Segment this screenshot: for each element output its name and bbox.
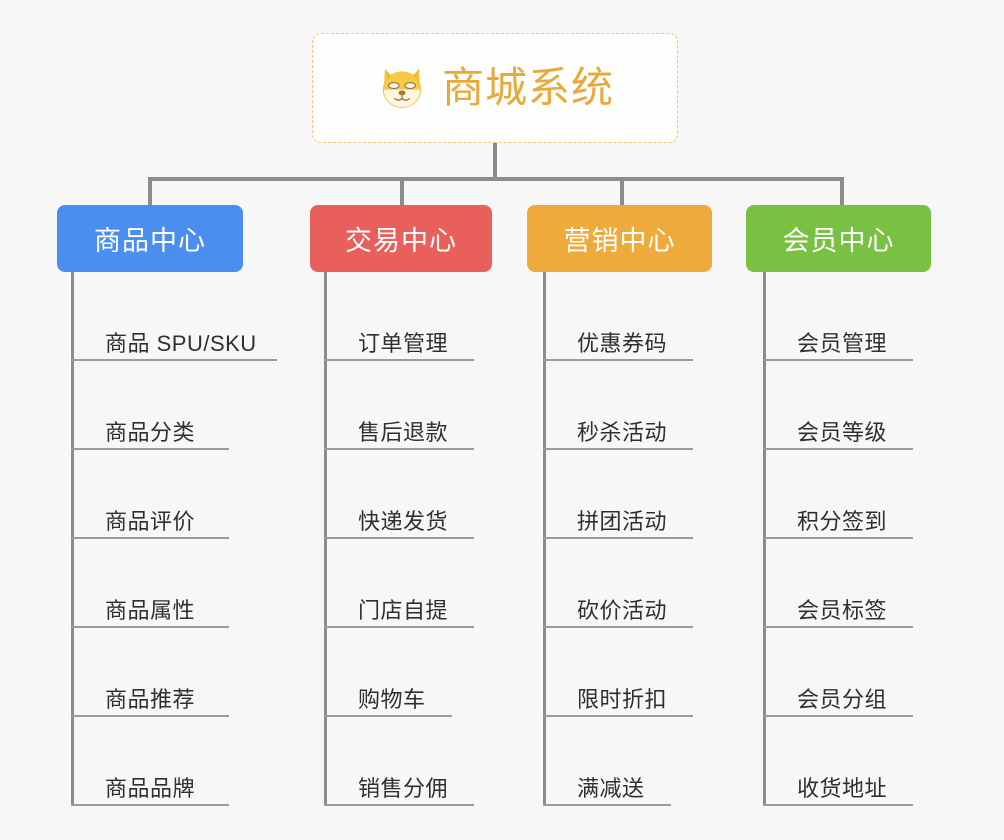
leaf-underline <box>543 359 693 361</box>
leaf-label: 售后退款 <box>358 419 449 445</box>
leaf-underline <box>763 537 913 539</box>
leaf-underline <box>324 626 474 628</box>
leaf-underline <box>763 626 913 628</box>
leaf-underline <box>71 804 229 806</box>
leaf-label: 限时折扣 <box>577 686 668 712</box>
leaf-label: 秒杀活动 <box>577 419 668 445</box>
category-label: 交易中心 <box>345 226 457 256</box>
leaf-label: 会员等级 <box>797 419 888 445</box>
connector-drop-3 <box>620 177 624 207</box>
leaf-column-trade: 订单管理 售后退款 快递发货 门店自提 购物车 销售分佣 <box>324 272 474 806</box>
leaf-item[interactable]: 订单管理 <box>324 272 474 361</box>
leaf-item[interactable]: 快递发货 <box>324 450 474 539</box>
leaf-item[interactable]: 商品品牌 <box>71 717 257 806</box>
leaf-item[interactable]: 积分签到 <box>763 450 913 539</box>
leaf-label: 收货地址 <box>797 775 888 801</box>
leaf-item[interactable]: 拼团活动 <box>543 450 693 539</box>
leaf-label: 商品分类 <box>105 419 196 445</box>
leaf-label: 快递发货 <box>358 508 449 534</box>
leaf-underline <box>543 715 693 717</box>
leaf-underline <box>763 359 913 361</box>
leaf-underline <box>324 537 474 539</box>
leaf-item[interactable]: 满减送 <box>543 717 671 806</box>
leaf-label: 会员管理 <box>797 330 888 356</box>
category-box-member[interactable]: 会员中心 <box>746 205 931 272</box>
leaf-item[interactable]: 门店自提 <box>324 539 474 628</box>
leaf-item[interactable]: 砍价活动 <box>543 539 693 628</box>
leaf-label: 购物车 <box>358 686 426 712</box>
connector-drop-1 <box>148 177 152 207</box>
leaf-label: 商品评价 <box>105 508 196 534</box>
leaf-underline <box>324 715 452 717</box>
leaf-trunk <box>543 272 546 806</box>
leaf-underline <box>71 537 229 539</box>
shiba-dog-face-icon <box>376 62 428 114</box>
leaf-underline <box>543 448 693 450</box>
leaf-trunk <box>71 272 74 806</box>
leaf-underline <box>763 448 913 450</box>
connector-drop-2 <box>400 177 404 207</box>
leaf-column-product: 商品 SPU/SKU 商品分类 商品评价 商品属性 商品推荐 商品品牌 <box>71 272 277 806</box>
connector-horizontal-bus <box>148 177 844 181</box>
leaf-label: 商品推荐 <box>105 686 196 712</box>
leaf-label: 订单管理 <box>358 330 449 356</box>
leaf-item[interactable]: 销售分佣 <box>324 717 474 806</box>
leaf-item[interactable]: 商品分类 <box>71 361 257 450</box>
leaf-column-member: 会员管理 会员等级 积分签到 会员标签 会员分组 收货地址 <box>763 272 913 806</box>
category-label: 会员中心 <box>782 226 895 256</box>
category-box-trade[interactable]: 交易中心 <box>310 205 492 272</box>
leaf-underline <box>543 626 693 628</box>
leaf-column-marketing: 优惠券码 秒杀活动 拼团活动 砍价活动 限时折扣 满减送 <box>543 272 693 806</box>
leaf-label: 商品属性 <box>105 597 196 623</box>
leaf-trunk <box>763 272 766 806</box>
leaf-item[interactable]: 商品评价 <box>71 450 257 539</box>
leaf-label: 满减送 <box>577 775 645 801</box>
leaf-item[interactable]: 限时折扣 <box>543 628 693 717</box>
leaf-label: 销售分佣 <box>358 775 449 801</box>
category-label: 营销中心 <box>563 226 676 256</box>
leaf-label: 积分签到 <box>797 508 888 534</box>
category-box-marketing[interactable]: 营销中心 <box>527 205 712 272</box>
leaf-item[interactable]: 会员等级 <box>763 361 913 450</box>
leaf-label: 商品 SPU/SKU <box>105 330 257 356</box>
leaf-item[interactable]: 商品 SPU/SKU <box>71 272 277 361</box>
leaf-underline <box>543 537 693 539</box>
leaf-label: 门店自提 <box>358 597 449 623</box>
leaf-item[interactable]: 商品属性 <box>71 539 257 628</box>
leaf-label: 会员标签 <box>797 597 888 623</box>
connector-root-stub <box>493 143 497 181</box>
leaf-item[interactable]: 购物车 <box>324 628 452 717</box>
category-box-product[interactable]: 商品中心 <box>57 205 243 272</box>
category-label: 商品中心 <box>94 226 206 256</box>
connector-drop-4 <box>840 177 844 207</box>
leaf-item[interactable]: 优惠券码 <box>543 272 693 361</box>
leaf-label: 拼团活动 <box>577 508 668 534</box>
root-title: 商城系统 <box>441 64 614 111</box>
leaf-underline <box>71 359 277 361</box>
leaf-underline <box>324 804 474 806</box>
leaf-item[interactable]: 收货地址 <box>763 717 913 806</box>
leaf-item[interactable]: 秒杀活动 <box>543 361 693 450</box>
leaf-underline <box>71 715 229 717</box>
leaf-underline <box>543 804 671 806</box>
leaf-underline <box>324 359 474 361</box>
leaf-item[interactable]: 会员管理 <box>763 272 913 361</box>
leaf-label: 商品品牌 <box>105 775 196 801</box>
leaf-underline <box>324 448 474 450</box>
leaf-item[interactable]: 会员标签 <box>763 539 913 628</box>
leaf-underline <box>763 715 913 717</box>
leaf-item[interactable]: 会员分组 <box>763 628 913 717</box>
leaf-underline <box>71 448 229 450</box>
leaf-item[interactable]: 商品推荐 <box>71 628 257 717</box>
leaf-underline <box>763 804 913 806</box>
root-node[interactable]: 商城系统 <box>312 33 678 143</box>
leaf-label: 会员分组 <box>797 686 888 712</box>
leaf-underline <box>71 626 229 628</box>
leaf-label: 优惠券码 <box>577 330 668 356</box>
leaf-item[interactable]: 售后退款 <box>324 361 474 450</box>
leaf-label: 砍价活动 <box>577 597 668 623</box>
leaf-trunk <box>324 272 327 806</box>
